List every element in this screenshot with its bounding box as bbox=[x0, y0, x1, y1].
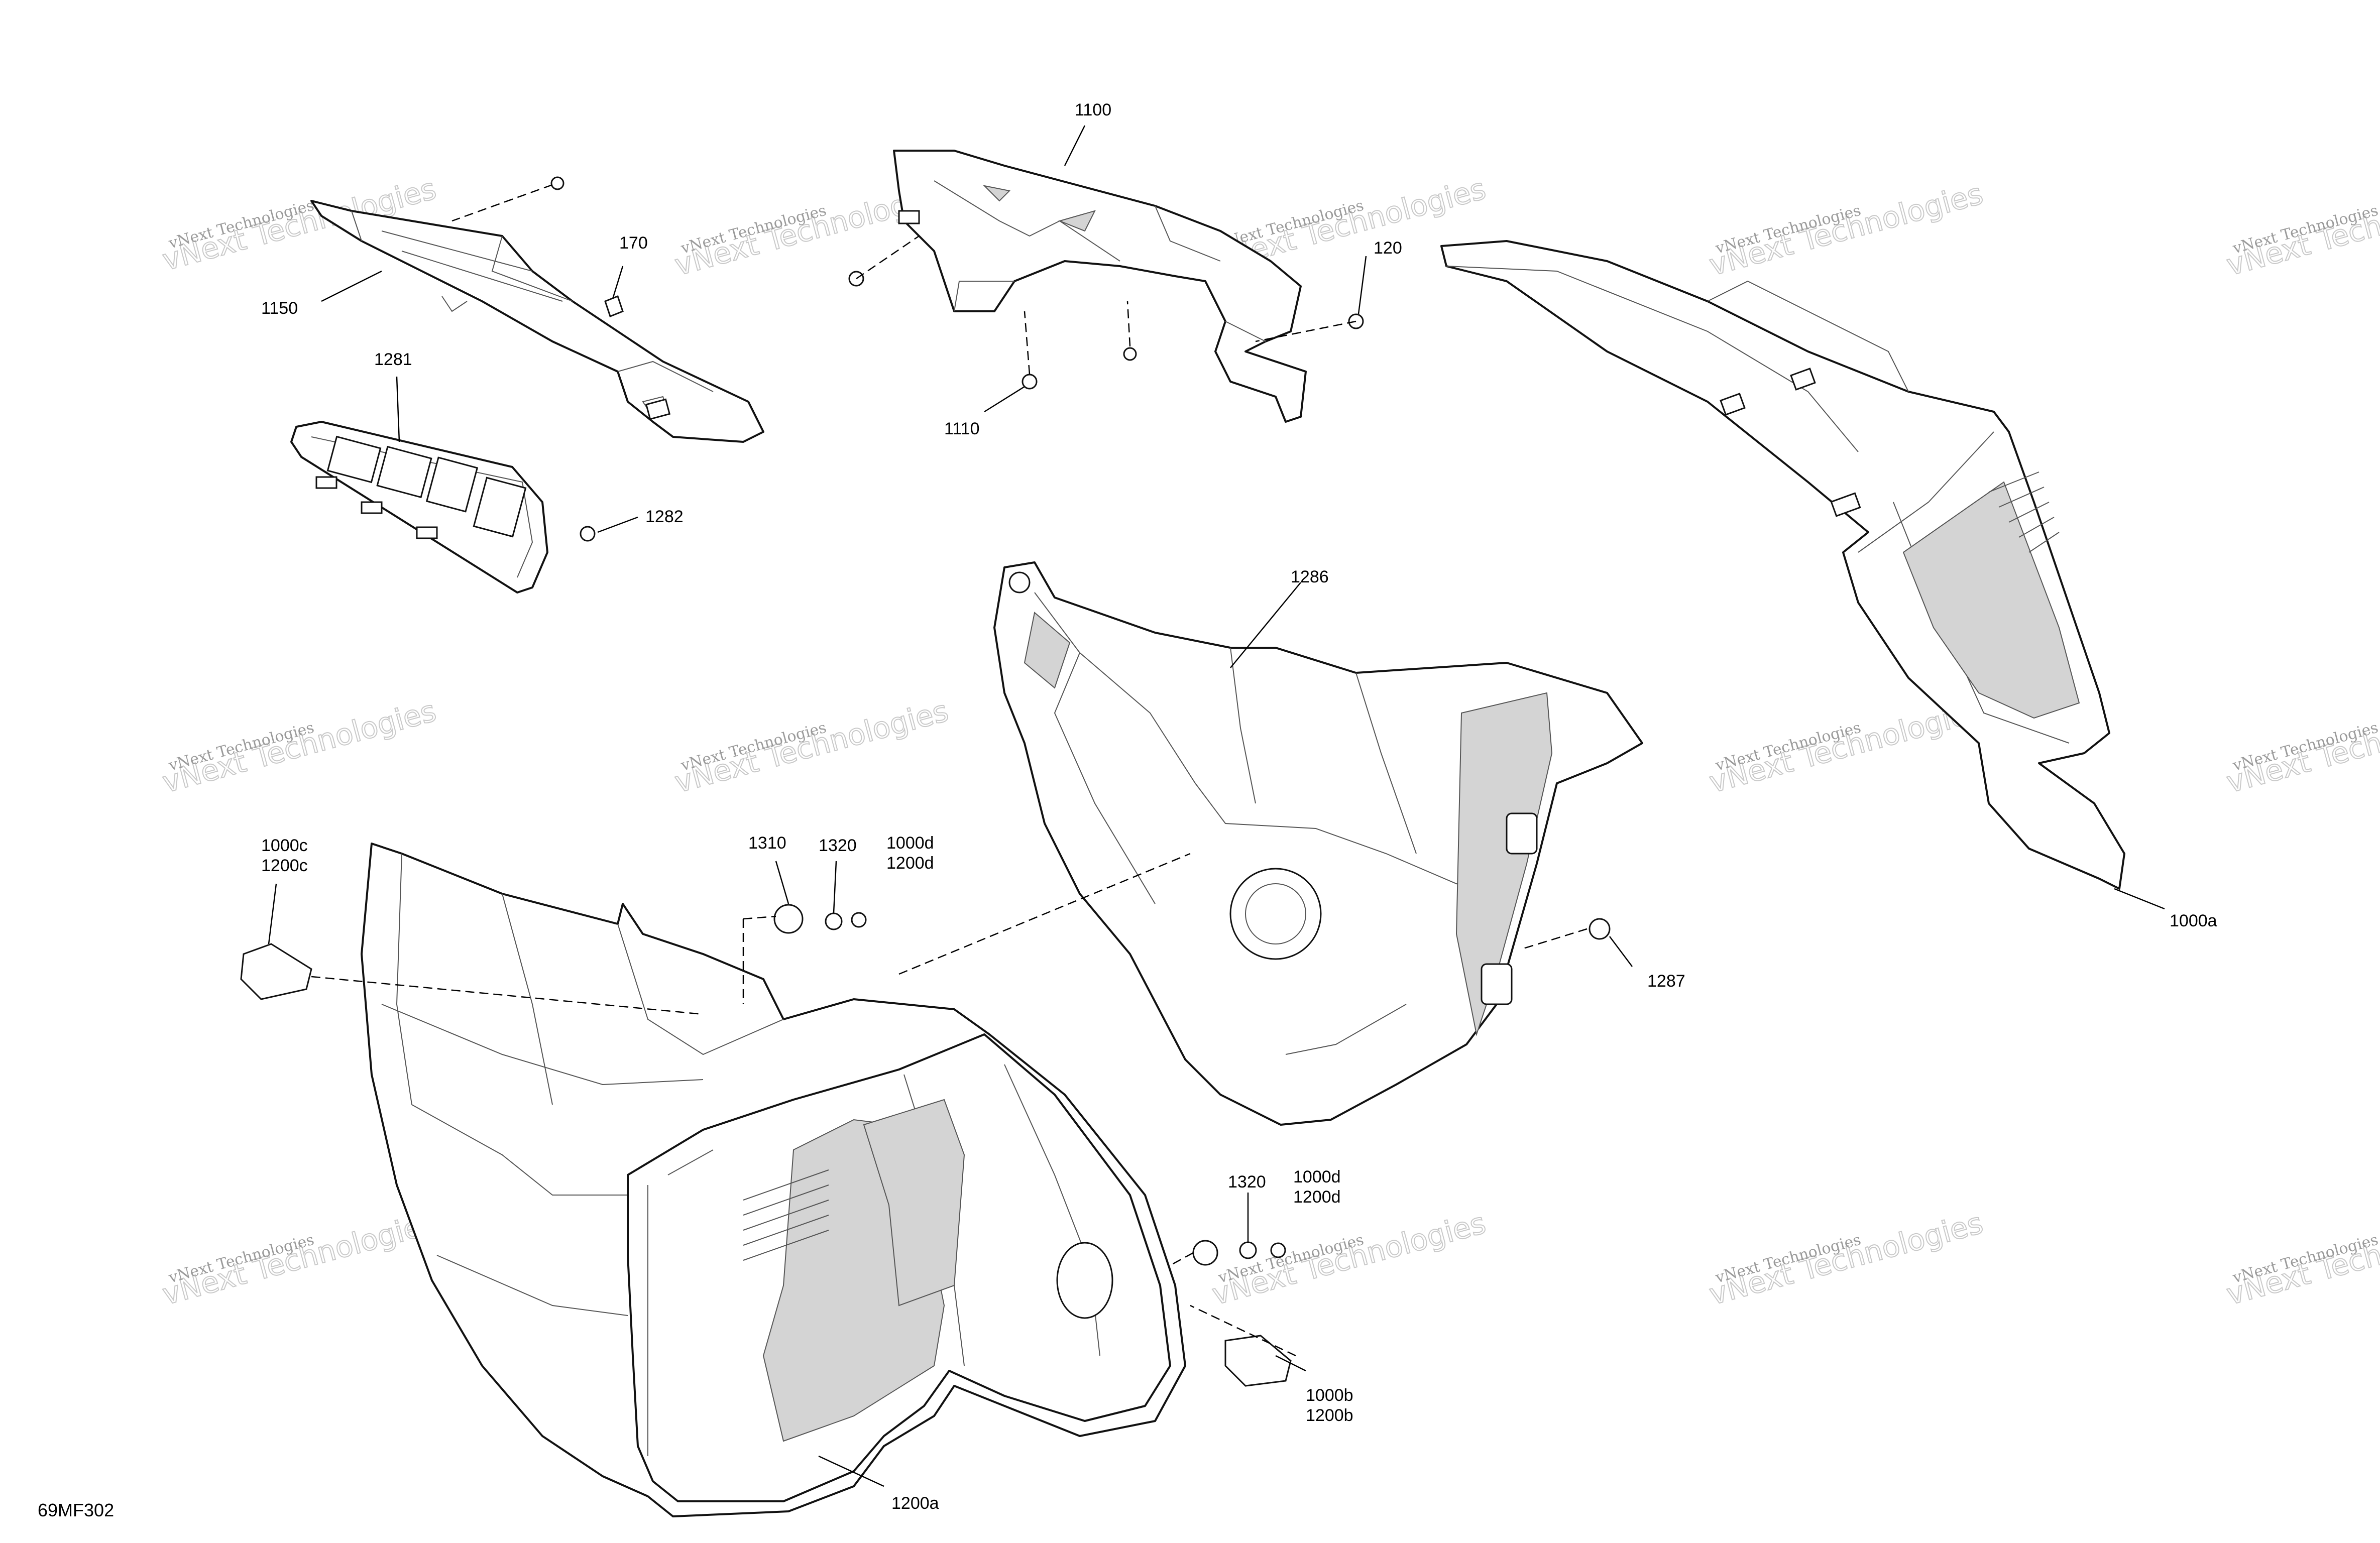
callout-1286: 1286 bbox=[1291, 567, 1329, 586]
part-1100-bracket bbox=[893, 150, 1307, 423]
fastener-1110 bbox=[1022, 374, 1038, 390]
screw-top-left bbox=[550, 176, 564, 190]
part-1281-grille bbox=[290, 421, 548, 594]
fastener-1282 bbox=[580, 526, 596, 542]
callout-1110: 1110 bbox=[944, 419, 980, 438]
watermark: vNext Technologies vNext Technologies bbox=[1705, 1205, 1987, 1312]
watermark: vNext Technologies vNext Technologies bbox=[2222, 1205, 2380, 1312]
callout-1000d-top: 1000d bbox=[886, 834, 934, 853]
callout-1320-top: 1320 bbox=[819, 836, 857, 855]
watermark: vNext Technologies vNext Technologies bbox=[670, 693, 952, 800]
watermark-big-text: vNext Technologies bbox=[1208, 1206, 1489, 1312]
screw-1100-bottom bbox=[1123, 347, 1137, 361]
watermark: vNext Technologies vNext Technologies bbox=[2222, 693, 2380, 800]
callout-labels: 1100 170 1150 120 1110 1281 1282 1286 10… bbox=[261, 100, 2217, 1513]
callout-1150: 1150 bbox=[261, 299, 298, 318]
callout-1000a: 1000a bbox=[2170, 911, 2217, 930]
watermark: vNext Technologies vNext Technologies bbox=[2222, 176, 2380, 283]
callout-170: 170 bbox=[619, 233, 648, 253]
callout-1200d-top: 1200d bbox=[886, 854, 934, 873]
watermark-big-text: vNext Technologies bbox=[1706, 1206, 1986, 1312]
clip-1000c bbox=[240, 943, 312, 1000]
watermark-big-text: vNext Technologies bbox=[1706, 176, 1986, 282]
nut-1000d-top bbox=[851, 912, 867, 928]
hardware-fasteners bbox=[240, 176, 1611, 1387]
nut-1000d-bottom bbox=[1270, 1242, 1286, 1258]
part-1150-bracket bbox=[310, 200, 764, 443]
callout-1310: 1310 bbox=[748, 834, 786, 853]
watermark-big-text: vNext Technologies bbox=[159, 693, 439, 799]
fastener-lower-left bbox=[1192, 1240, 1218, 1266]
watermark-big-text: vNext Technologies bbox=[159, 1206, 439, 1312]
watermark: vNext Technologies vNext Technologies bbox=[158, 693, 440, 800]
callout-1282: 1282 bbox=[645, 507, 684, 526]
watermark-big-text: vNext Technologies bbox=[671, 693, 952, 799]
fastener-170 bbox=[604, 295, 624, 317]
callout-120: 120 bbox=[1374, 239, 1402, 258]
callout-1281: 1281 bbox=[374, 350, 412, 369]
callout-1000b: 1000b bbox=[1306, 1386, 1353, 1405]
washer-1320-top bbox=[825, 912, 843, 930]
callout-1200b: 1200b bbox=[1306, 1406, 1353, 1425]
part-1000a-panel bbox=[1440, 240, 2165, 910]
callout-1200d-bottom: 1200d bbox=[1293, 1188, 1341, 1207]
callout-1000c: 1000c bbox=[261, 836, 308, 855]
callout-1287: 1287 bbox=[1647, 972, 1685, 991]
part-1200a-panel bbox=[361, 843, 1186, 1517]
fastener-1287 bbox=[1589, 918, 1611, 940]
callout-1100: 1100 bbox=[1075, 100, 1111, 120]
figure-code: 69MF302 bbox=[38, 1500, 114, 1520]
callout-1320-bottom: 1320 bbox=[1228, 1172, 1266, 1192]
leader-lines bbox=[268, 125, 1633, 1372]
fastener-1310 bbox=[773, 904, 804, 934]
callout-1200c: 1200c bbox=[261, 856, 308, 875]
callout-1000d-bottom: 1000d bbox=[1293, 1167, 1341, 1186]
callout-1200a: 1200a bbox=[891, 1494, 939, 1513]
watermark: vNext Technologies vNext Technologies bbox=[1705, 176, 1987, 283]
watermark: vNext Technologies vNext Technologies bbox=[158, 1205, 440, 1312]
clip-1000b bbox=[1224, 1335, 1292, 1387]
part-1286-panel bbox=[993, 561, 1643, 1126]
washer-1320-bottom bbox=[1239, 1241, 1257, 1259]
